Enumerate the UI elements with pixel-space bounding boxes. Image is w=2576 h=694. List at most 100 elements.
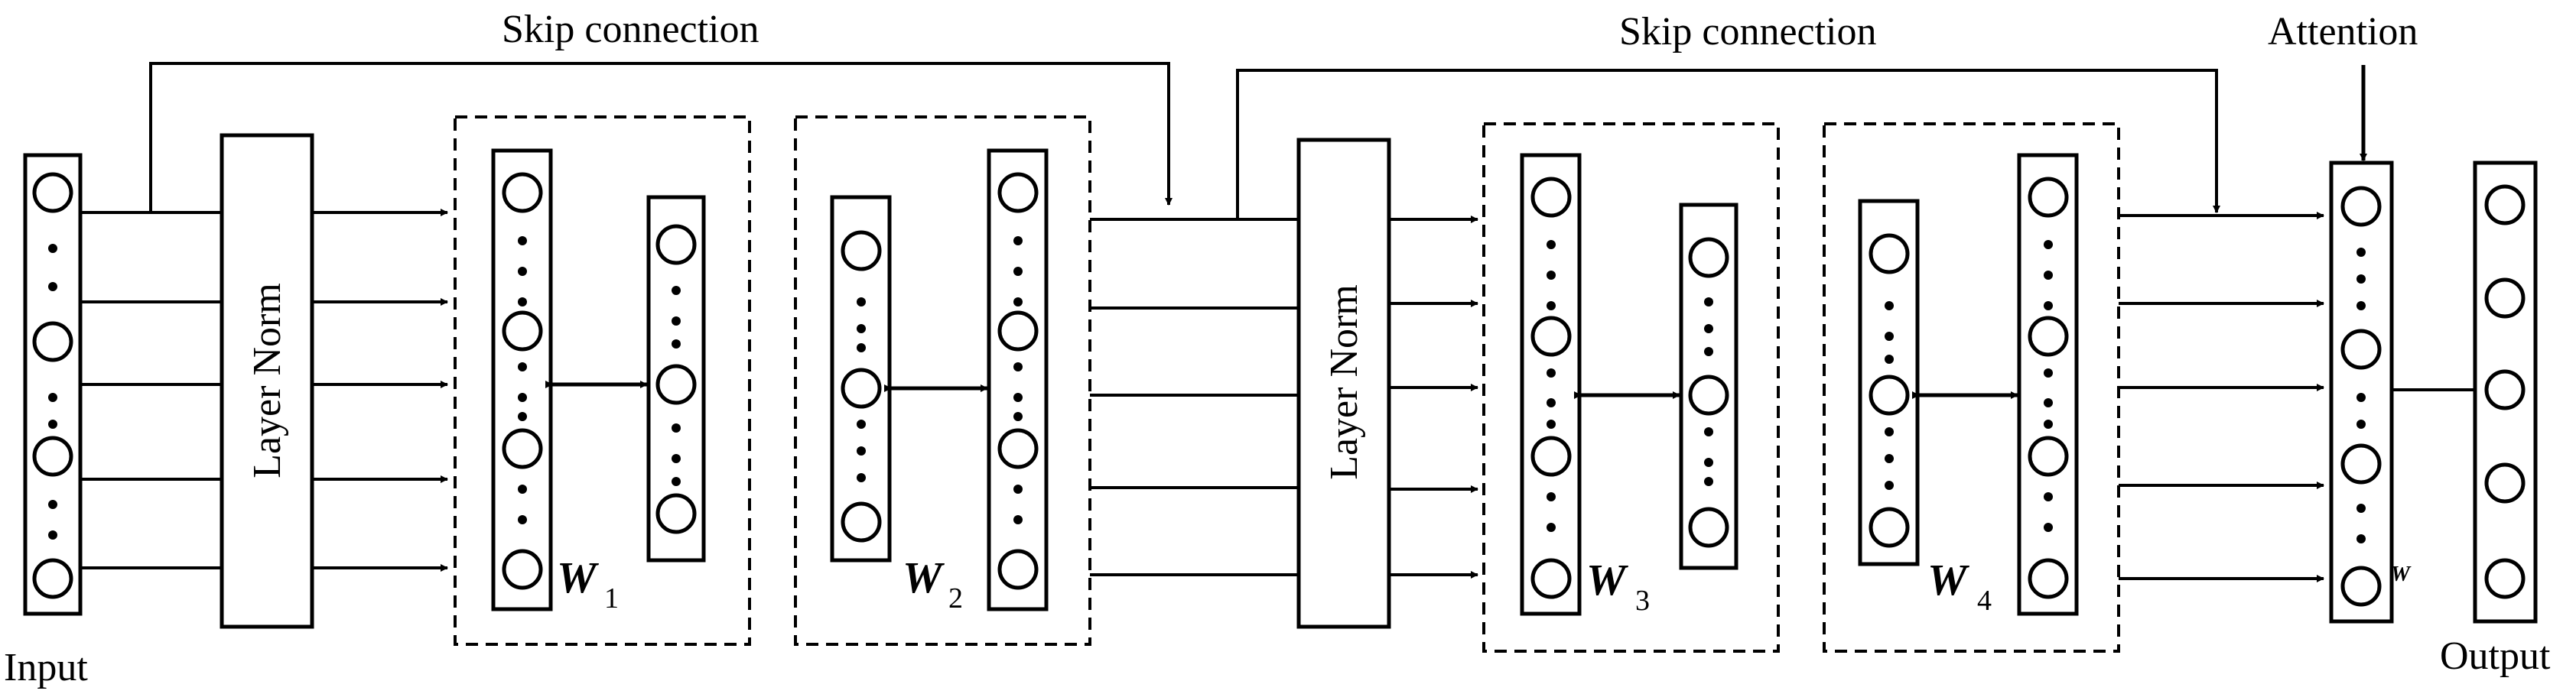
weight-label-attention: W	[2391, 563, 2412, 586]
layer-norm-2-label: Layer Norm	[1322, 284, 1366, 480]
w1-layer-a-neurons	[502, 172, 543, 590]
ellipsis-dot	[857, 473, 866, 482]
ellipsis-dot	[518, 412, 527, 421]
w2-layer-a	[830, 195, 892, 563]
layernorm1-arrows	[312, 209, 448, 572]
ellipsis-dot	[857, 420, 866, 429]
ellipsis-dot	[672, 316, 681, 326]
weight-subscript-w1: 1	[604, 582, 619, 615]
w4-layer-a	[1858, 199, 1920, 566]
ellipsis-dot	[2356, 534, 2366, 543]
ellipsis-dot	[518, 393, 527, 402]
w4-layer-a-neurons	[1869, 233, 1910, 548]
ellipsis-dot	[2044, 240, 2053, 249]
attention-layer	[2329, 161, 2394, 624]
text-labels: Input Output Skip connection Skip connec…	[4, 8, 2551, 689]
ellipsis-dot	[2356, 420, 2366, 429]
w3-layer-b	[1679, 203, 1738, 570]
ellipsis-dot	[1885, 454, 1894, 463]
w3-layer-a-neurons	[1530, 177, 1572, 599]
w1-layer-b	[646, 195, 706, 563]
ellipsis-dot	[2044, 368, 2053, 378]
ellipsis-dot	[48, 244, 57, 253]
ellipsis-dot	[2044, 523, 2053, 532]
ellipsis-dot	[1885, 301, 1894, 310]
ellipsis-dot	[1704, 477, 1713, 486]
ellipsis-dot	[672, 423, 681, 433]
ellipsis-dot	[1885, 427, 1894, 436]
layer-norm-1-label: Layer Norm	[246, 283, 289, 478]
weight-label-w2: W 2	[903, 553, 963, 615]
ellipsis-dot	[1547, 420, 1556, 429]
ellipsis-dot	[1704, 297, 1713, 306]
ellipsis-dot	[1547, 398, 1556, 407]
w4-layer-b-neurons	[2028, 177, 2069, 599]
weight-label-w3: W 3	[1586, 555, 1650, 617]
ellipsis-dot	[857, 324, 866, 333]
weight-label-w1: W 1	[557, 553, 619, 615]
ellipsis-dot	[2044, 492, 2053, 501]
ellipsis-dot	[48, 500, 57, 509]
ellipsis-dot	[518, 362, 527, 371]
ellipsis-dot	[518, 267, 527, 276]
output-layer	[2473, 161, 2538, 624]
ellipsis-dot	[2044, 398, 2053, 407]
ellipsis-dot	[2356, 301, 2366, 310]
ellipsis-dot	[1704, 324, 1713, 333]
ellipsis-dot	[2356, 504, 2366, 513]
input-layer	[23, 153, 83, 616]
ellipsis-dot	[1013, 515, 1023, 524]
ellipsis-dot	[2044, 420, 2053, 429]
ellipsis-dot	[1885, 355, 1894, 364]
ellipsis-dot	[48, 282, 57, 291]
ellipsis-dot	[1013, 393, 1023, 402]
ellipsis-dot	[2356, 274, 2366, 284]
w4-to-attention-arrows	[2119, 212, 2324, 582]
weight-symbol-w2: W	[903, 553, 945, 602]
ellipsis-dot	[1013, 362, 1023, 371]
weight-symbol-attention: W	[2391, 563, 2412, 586]
skip-connection-1-label: Skip connection	[502, 8, 759, 51]
layer-norm-1	[220, 133, 314, 629]
ellipsis-dot	[1547, 271, 1556, 280]
w3-layer-b-neurons	[1688, 237, 1729, 548]
input-neurons	[32, 172, 73, 599]
layer-norm-2	[1296, 138, 1391, 629]
ellipsis-dot	[1704, 427, 1713, 436]
ffn-block-w3	[1482, 122, 1780, 653]
ellipsis-dot	[2044, 301, 2053, 310]
input-label: Input	[4, 646, 88, 689]
ellipsis-dots	[48, 236, 2366, 543]
weight-symbol-w4: W	[1927, 555, 1969, 605]
w1-layer-b-neurons	[655, 224, 697, 534]
weight-label-w4: W 4	[1927, 555, 1992, 617]
w2-to-layernorm2-lines	[1090, 218, 1299, 576]
ellipsis-dot	[1547, 368, 1556, 378]
ellipsis-dot	[1547, 523, 1556, 532]
weight-subscript-w4: 4	[1977, 585, 1992, 617]
ellipsis-dot	[857, 343, 866, 352]
w2-layer-b	[987, 148, 1049, 611]
weight-symbol-w1: W	[557, 553, 599, 602]
input-to-layernorm-lines	[80, 211, 222, 569]
ellipsis-dot	[1013, 412, 1023, 421]
w2-layer-b-neurons	[997, 172, 1039, 590]
output-neurons	[2484, 184, 2526, 599]
ellipsis-dot	[1013, 267, 1023, 276]
ellipsis-dot	[2356, 248, 2366, 257]
skip-connection-2-line	[1236, 69, 2220, 219]
ellipsis-dot	[1885, 481, 1894, 490]
ellipsis-dot	[672, 454, 681, 463]
ellipsis-dot	[518, 236, 527, 245]
ellipsis-dot	[1013, 485, 1023, 494]
ellipsis-dot	[857, 297, 866, 306]
ellipsis-dot	[48, 393, 57, 402]
ellipsis-dot	[1013, 236, 1023, 245]
weight-symbol-w3: W	[1586, 555, 1628, 605]
ellipsis-dot	[1885, 332, 1894, 341]
weight-subscript-w3: 3	[1635, 585, 1650, 617]
skip-connection-2-label: Skip connection	[1619, 10, 1877, 54]
skip-connection-1-line	[149, 62, 1173, 212]
weight-subscript-w2: 2	[948, 582, 963, 615]
